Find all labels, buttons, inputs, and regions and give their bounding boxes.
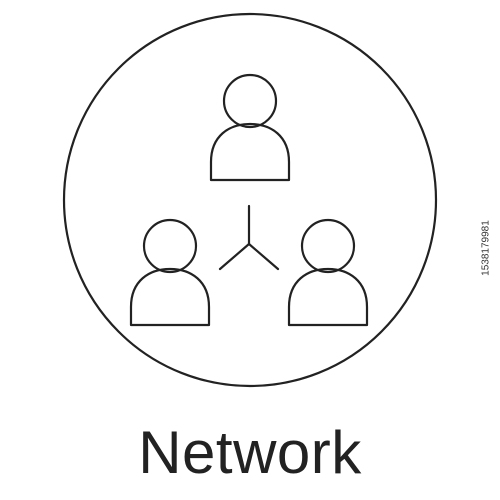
- caption-label: Network: [138, 419, 362, 486]
- left-person-icon: [129, 218, 211, 327]
- right-person-icon: [287, 218, 369, 327]
- connector-icon: [218, 204, 280, 271]
- outer-circle-icon: [62, 12, 438, 388]
- side-id-label: 1538179981: [480, 220, 492, 276]
- top-person-icon: [209, 73, 291, 182]
